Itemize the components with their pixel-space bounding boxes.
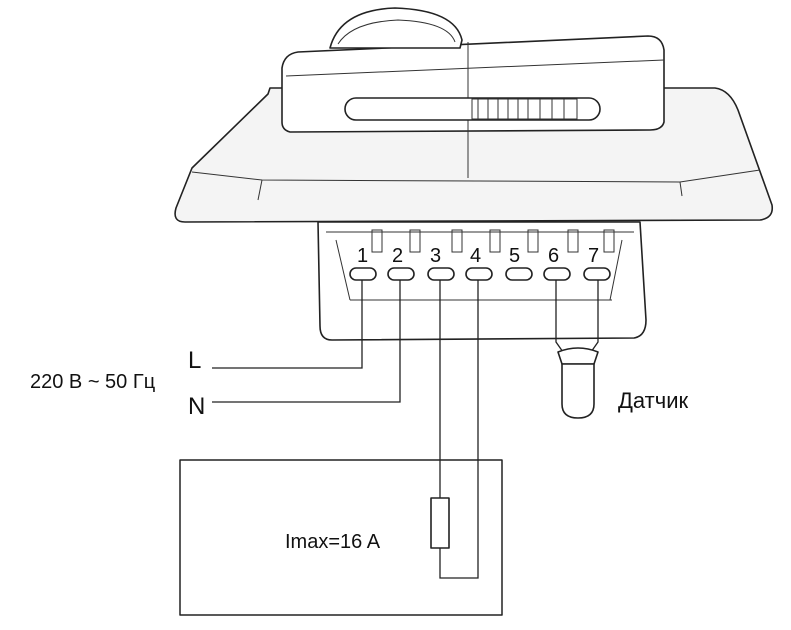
terminal-number: 3 [430, 245, 441, 267]
terminal-number: 6 [548, 245, 559, 267]
terminal-number: 4 [470, 245, 481, 267]
terminal-number: 1 [357, 245, 368, 267]
slider-window [471, 98, 578, 120]
thermostat-device: 1 2 3 4 5 6 7 [174, 7, 774, 341]
terminal-screws [371, 229, 615, 253]
sensor-label: Датчик [618, 388, 688, 413]
terminal-numbers: 1 2 3 4 5 6 7 [357, 245, 599, 267]
heating-element [430, 497, 450, 549]
terminal-clamps [349, 267, 611, 281]
neutral-label: N [188, 393, 205, 420]
load-enclosure [179, 459, 503, 616]
wire-line [212, 280, 363, 369]
terminal-number: 5 [509, 245, 520, 267]
supply-voltage-label: 220 В ~ 50 Гц [30, 371, 155, 393]
load-box [179, 459, 503, 616]
wire-load-4 [439, 280, 479, 579]
wires [212, 280, 599, 579]
line-label: L [188, 347, 201, 374]
frame-top-face [191, 169, 761, 183]
dial-knob [329, 7, 463, 49]
sensor-bulb [561, 363, 595, 419]
load-current-label: Imax=16 A [285, 531, 381, 553]
terminal-housing [317, 221, 647, 341]
sensor-probe [557, 347, 599, 419]
terminal-number: 7 [588, 245, 599, 267]
terminal-number: 2 [392, 245, 403, 267]
wire-neutral [212, 280, 401, 403]
sensor-neck [557, 347, 599, 365]
